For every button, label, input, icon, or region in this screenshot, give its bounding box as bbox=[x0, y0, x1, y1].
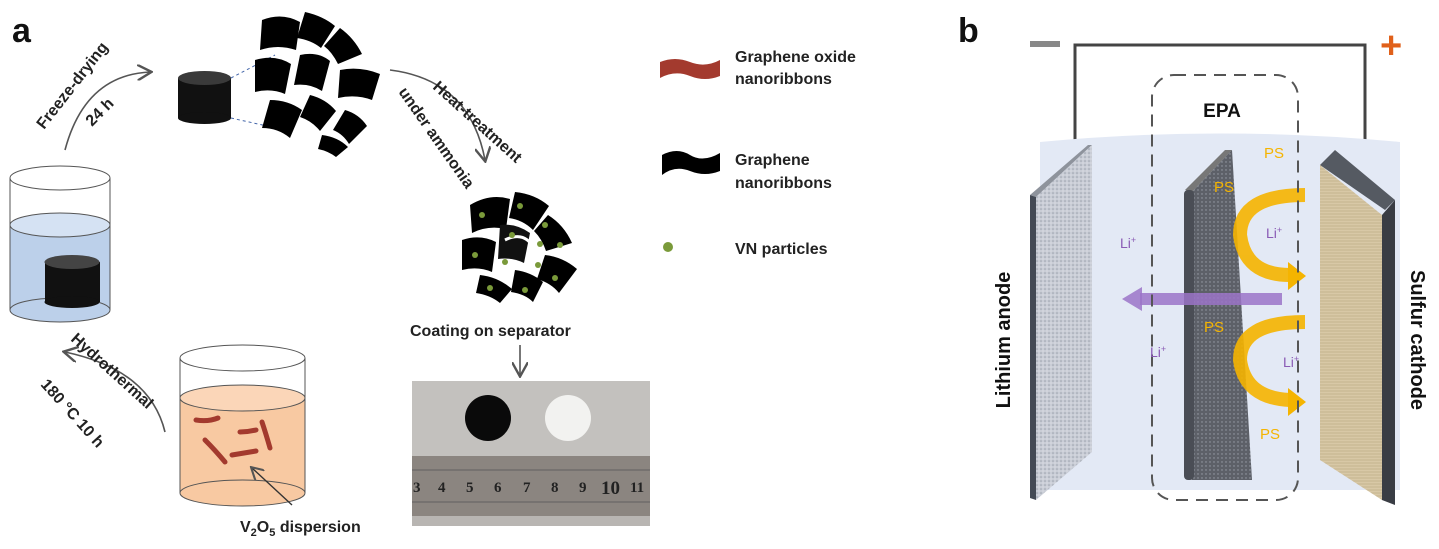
polysulfide-arrows bbox=[1232, 188, 1306, 407]
external-circuit-wire bbox=[1073, 43, 1367, 150]
hydrothermal-arrow bbox=[65, 352, 166, 433]
li-label: Li+ bbox=[1150, 344, 1166, 360]
epa-dashed-box bbox=[1151, 74, 1299, 501]
ruler-tick: 5 bbox=[466, 480, 474, 496]
minus-terminal-icon bbox=[1030, 41, 1060, 47]
ruler-tick: 4 bbox=[438, 480, 446, 496]
legend-label: Graphene bbox=[735, 152, 810, 169]
legend-label: nanoribbons bbox=[735, 71, 832, 88]
ruler-tick: 11 bbox=[630, 480, 644, 496]
legend-swatch-go-nanoribbon bbox=[660, 59, 720, 79]
separator-photo: 3 4 5 6 7 8 9 10 11 bbox=[412, 381, 650, 526]
ruler-tick: 8 bbox=[551, 480, 559, 496]
li-arrowhead-icon bbox=[1122, 287, 1142, 311]
dispersion-arrow bbox=[252, 468, 293, 506]
beaker-v2o5 bbox=[179, 344, 306, 507]
aerogel-cylinder bbox=[178, 54, 286, 131]
ruler-tick: 7 bbox=[523, 480, 531, 496]
vn-graphene-cluster bbox=[462, 192, 577, 303]
ps-label: PS bbox=[1204, 319, 1224, 336]
ruler-tick: 10 bbox=[601, 478, 620, 499]
ruler-tick: 3 bbox=[413, 480, 421, 496]
beaker-freeze bbox=[9, 165, 111, 323]
freeze-time-label: 24 h bbox=[83, 95, 118, 130]
li-label: Li+ bbox=[1120, 235, 1136, 251]
hydrothermal-conditions-label: 180 °C 10 h bbox=[37, 376, 107, 451]
ps-label: PS bbox=[1260, 426, 1280, 443]
ps-label: PS bbox=[1214, 179, 1234, 196]
ruler-tick: 9 bbox=[579, 480, 587, 496]
legend-swatch-vn-particle bbox=[663, 242, 673, 252]
ps-label: PS bbox=[1264, 145, 1284, 162]
legend-label: nanoribbons bbox=[735, 175, 832, 192]
freeze-drying-arrow bbox=[64, 72, 150, 151]
heat-treatment-arrow bbox=[389, 69, 485, 160]
ps-arrowhead-icon bbox=[1288, 262, 1306, 290]
ruler-tick: 6 bbox=[494, 480, 502, 496]
lithium-anode-label: Lithium anode bbox=[993, 272, 1015, 409]
plus-terminal-icon: + bbox=[1380, 25, 1402, 67]
lithium-anode-plate bbox=[1030, 145, 1092, 500]
ruler-ticks: 3 4 5 6 7 8 9 10 11 bbox=[413, 478, 644, 499]
hydrothermal-label: Hydrothermal bbox=[67, 330, 156, 412]
li-label: Li+ bbox=[1283, 354, 1299, 370]
panel-b-label: b bbox=[958, 12, 979, 50]
epa-label: EPA bbox=[1203, 101, 1241, 122]
coating-label: Coating on separator bbox=[410, 323, 571, 340]
legend-swatch-graphene-nanoribbon bbox=[662, 151, 720, 175]
sulfur-cathode-label: Sulfur cathode bbox=[1406, 270, 1428, 410]
v2o5-dispersion-label: V2O5 dispersion bbox=[240, 519, 361, 539]
sulfur-cathode-plate bbox=[1320, 150, 1395, 505]
li-ion-arrow bbox=[1140, 293, 1282, 305]
legend-label: VN particles bbox=[735, 241, 828, 258]
graphene-nanoribbon-cluster bbox=[255, 12, 380, 157]
legend: Graphene oxide nanoribbons Graphene nano… bbox=[660, 49, 856, 258]
panel-a-label: a bbox=[12, 12, 32, 50]
li-label: Li+ bbox=[1266, 225, 1282, 241]
legend-label: Graphene oxide bbox=[735, 49, 856, 66]
